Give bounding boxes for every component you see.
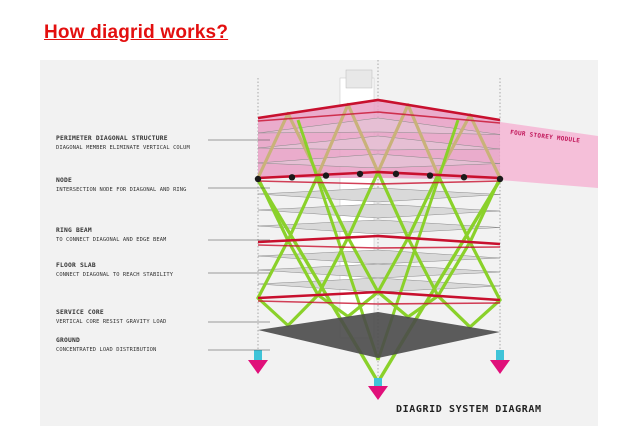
diagonal-member xyxy=(436,173,472,244)
diagonal-member xyxy=(436,240,472,298)
diagonal-member xyxy=(256,111,290,180)
diagonal-member xyxy=(346,170,380,240)
annotation-floor-slab: FLOOR SLAB CONNECT DIAGONAL TO REACH STA… xyxy=(56,262,270,278)
label-desc: CONNECT DIAGONAL TO REACH STABILITY xyxy=(56,272,174,278)
floor-slabs xyxy=(257,117,501,293)
label-desc: TO CONNECT DIAGONAL AND EDGE BEAM xyxy=(56,237,167,243)
diagonal-member xyxy=(376,170,410,240)
ring-beam xyxy=(257,290,501,302)
diagonal-member xyxy=(468,113,502,180)
floor-slab xyxy=(257,135,501,151)
floor-slab xyxy=(257,249,501,265)
diagonal-member xyxy=(468,240,502,302)
label-title: PERIMETER DIAGONAL STRUCTURE xyxy=(56,135,168,142)
diagonal-member xyxy=(346,102,380,174)
ring-beam xyxy=(257,234,501,246)
intersection-node xyxy=(288,174,296,181)
annotation-service-core: SERVICE CORE VERTICAL CORE RESIST GRAVIT… xyxy=(56,309,270,325)
ring-beam xyxy=(257,300,501,305)
intersection-node xyxy=(356,170,364,178)
diagonal-member xyxy=(376,103,410,174)
intersection-node xyxy=(392,170,400,178)
label-title: RING BEAM xyxy=(56,227,92,234)
four-storey-module-band xyxy=(500,122,598,188)
intersection-node xyxy=(496,175,504,183)
intersection-node xyxy=(460,174,468,181)
diagonal-member xyxy=(376,236,410,294)
ground-slab xyxy=(258,312,500,358)
label-title: FLOOR SLAB xyxy=(56,262,96,269)
ring-beam xyxy=(257,98,501,122)
ring-beam xyxy=(257,180,501,185)
floor-slab xyxy=(257,117,501,135)
diagonal-member xyxy=(256,296,290,328)
label-desc: INTERSECTION NODE FOR DIAGONAL AND RING xyxy=(56,187,186,193)
annotation-node: NODE INTERSECTION NODE FOR DIAGONAL AND … xyxy=(56,177,270,193)
diagonal-member xyxy=(436,294,472,329)
diagonal-member xyxy=(406,103,440,177)
label-title: NODE xyxy=(56,177,72,184)
diagonal-member xyxy=(406,173,440,240)
ring-beam xyxy=(257,244,501,249)
annotation-perimeter-diagonal: PERIMETER DIAGONAL STRUCTURE DIAGONAL ME… xyxy=(56,135,270,151)
load-arrow-left xyxy=(248,350,268,374)
diagram-canvas: FOUR STOREY MODULE DIAGRID SYSTEM DIAGRA… xyxy=(56,60,598,415)
ring-beam xyxy=(257,111,501,124)
ring-beam xyxy=(257,170,501,180)
label-title: GROUND xyxy=(56,337,80,344)
diagonal-member xyxy=(286,293,320,328)
intersection-node xyxy=(254,175,262,183)
diagrid-diagram: FOUR STOREY MODULE DIAGRID SYSTEM DIAGRA… xyxy=(40,60,598,426)
label-desc: DIAGONAL MEMBER ELIMINATE VERTICAL COLUM xyxy=(56,145,190,151)
floor-slab xyxy=(257,219,501,235)
label-desc: CONCENTRATED LOAD DISTRIBUTION xyxy=(56,347,156,353)
diagonal-member xyxy=(468,298,502,329)
annotation-ground: GROUND CONCENTRATED LOAD DISTRIBUTION xyxy=(56,337,270,353)
floor-slab xyxy=(257,203,501,219)
floor-slab xyxy=(257,187,501,203)
slide-title: How diagrid works? xyxy=(44,22,229,43)
diagonal-member xyxy=(256,238,290,300)
diagonal-member xyxy=(316,173,350,240)
label-title: SERVICE CORE xyxy=(56,309,104,316)
diagonal-member xyxy=(286,238,320,297)
diagonal-member xyxy=(286,173,320,243)
intersection-node xyxy=(426,172,434,179)
floor-slab xyxy=(257,153,501,169)
intersection-node xyxy=(322,172,330,179)
load-arrow-center xyxy=(368,378,388,400)
floor-slab xyxy=(257,263,501,279)
label-desc: VERTICAL CORE RESIST GRAVITY LOAD xyxy=(56,319,166,325)
load-arrow-right xyxy=(490,350,510,374)
annotation-ring-beam: RING BEAM TO CONNECT DIAGONAL AND EDGE B… xyxy=(56,227,270,243)
diagonal-member xyxy=(316,102,350,177)
ring-beams xyxy=(257,98,501,305)
intersection-nodes xyxy=(254,170,504,183)
diagonal-members xyxy=(256,102,502,383)
diagram-caption: DIAGRID SYSTEM DIAGRAM xyxy=(396,404,542,415)
